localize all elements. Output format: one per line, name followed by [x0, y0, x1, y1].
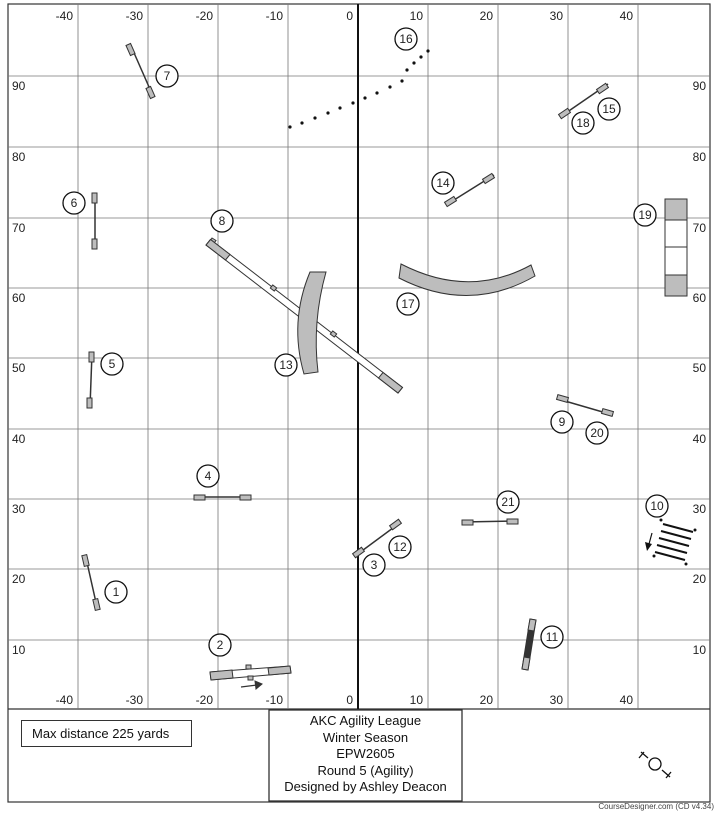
jump-7 — [125, 42, 156, 100]
x-tick-top: -20 — [196, 9, 214, 23]
jump-9-20 — [555, 393, 615, 418]
number-label: 17 — [401, 297, 415, 311]
x-tick-bottom: -10 — [266, 693, 284, 707]
jump-14 — [443, 172, 496, 208]
max-distance-text: Max distance 225 yards — [32, 726, 170, 741]
number-label: 21 — [501, 495, 515, 509]
x-tick-top: 30 — [550, 9, 564, 23]
table-19 — [664, 198, 688, 297]
y-tick-right: 80 — [693, 150, 707, 164]
y-tick-left: 90 — [12, 79, 26, 93]
x-tick-top: 10 — [410, 9, 424, 23]
number-label: 20 — [590, 426, 604, 440]
tunnel-13 — [297, 271, 327, 375]
number-label: 14 — [436, 176, 450, 190]
x-tick-bottom: 40 — [620, 693, 634, 707]
number-label: 10 — [650, 499, 664, 513]
y-tick-left: 70 — [12, 221, 26, 235]
x-tick-bottom: 20 — [480, 693, 494, 707]
number-label: 16 — [399, 32, 413, 46]
number-label: 11 — [546, 630, 559, 644]
title-frame — [268, 709, 463, 802]
x-tick-bottom: -40 — [56, 693, 74, 707]
x-tick-bottom: 0 — [346, 693, 353, 707]
x-tick-top: -40 — [56, 9, 74, 23]
x-tick-bottom: -30 — [126, 693, 144, 707]
tunnel-17 — [398, 263, 536, 296]
weave-arrow — [648, 532, 653, 545]
title-line-league: AKC Agility League — [309, 713, 422, 728]
footer-credit: CourseDesigner.com (CD v4.34) — [598, 802, 714, 811]
weave-10 — [654, 523, 694, 561]
course-title-box: AKC Agility League Winter Season EPW2605… — [269, 710, 462, 801]
number-label: 8 — [219, 214, 226, 228]
number-label: 3 — [371, 558, 378, 572]
number-label: 2 — [217, 638, 224, 652]
x-tick-top: -30 — [126, 9, 144, 23]
x-tick-bottom: 30 — [550, 693, 564, 707]
title-line-designer: Designed by Ashley Deacon — [284, 779, 447, 794]
jump-15-18 — [557, 82, 610, 120]
y-tick-left: 60 — [12, 291, 26, 305]
x-tick-top: 40 — [620, 9, 634, 23]
number-label: 9 — [559, 415, 566, 429]
y-tick-right: 90 — [693, 79, 707, 93]
y-tick-right: 30 — [693, 502, 707, 516]
jump-21 — [461, 518, 519, 526]
jump-1 — [81, 553, 101, 612]
max-distance-box: Max distance 225 yards — [21, 720, 192, 747]
x-tick-bottom: -20 — [196, 693, 214, 707]
y-tick-right: 10 — [693, 643, 707, 657]
number-label: 13 — [279, 358, 293, 372]
y-tick-left: 30 — [12, 502, 26, 516]
teeter-2 — [209, 664, 292, 690]
number-label: 5 — [109, 357, 116, 371]
jump-6 — [91, 192, 98, 250]
y-tick-left: 10 — [12, 643, 26, 657]
title-line-round: Round 5 (Agility) — [317, 762, 414, 778]
y-tick-right: 40 — [693, 432, 707, 446]
jump-4 — [193, 494, 252, 501]
number-label: 4 — [205, 469, 212, 483]
number-label: 15 — [602, 102, 616, 116]
obstacle-11 — [521, 618, 537, 671]
number-label: 6 — [71, 196, 78, 210]
x-tick-bottom: 10 — [410, 693, 424, 707]
number-label: 18 — [576, 116, 590, 130]
number-label: 1 — [113, 585, 120, 599]
compass-icon — [638, 751, 672, 779]
title-line-season: Winter Season — [322, 729, 409, 745]
y-tick-right: 20 — [693, 572, 707, 586]
jump-5 — [86, 351, 95, 409]
y-tick-right: 50 — [693, 361, 707, 375]
y-tick-left: 20 — [12, 572, 26, 586]
y-tick-right: 70 — [693, 221, 707, 235]
number-label: 12 — [393, 540, 407, 554]
title-line-code: EPW2605 — [336, 746, 395, 761]
x-tick-top: 0 — [346, 9, 353, 23]
number-label: 19 — [638, 208, 652, 222]
x-tick-top: -10 — [266, 9, 284, 23]
number-label: 7 — [164, 69, 171, 83]
y-tick-left: 80 — [12, 150, 26, 164]
y-tick-right: 60 — [693, 291, 707, 305]
x-tick-top: 20 — [480, 9, 494, 23]
y-tick-left: 40 — [12, 432, 26, 446]
y-tick-left: 50 — [12, 361, 26, 375]
dotted-line-16 — [288, 49, 430, 129]
jump-3 — [351, 518, 403, 559]
